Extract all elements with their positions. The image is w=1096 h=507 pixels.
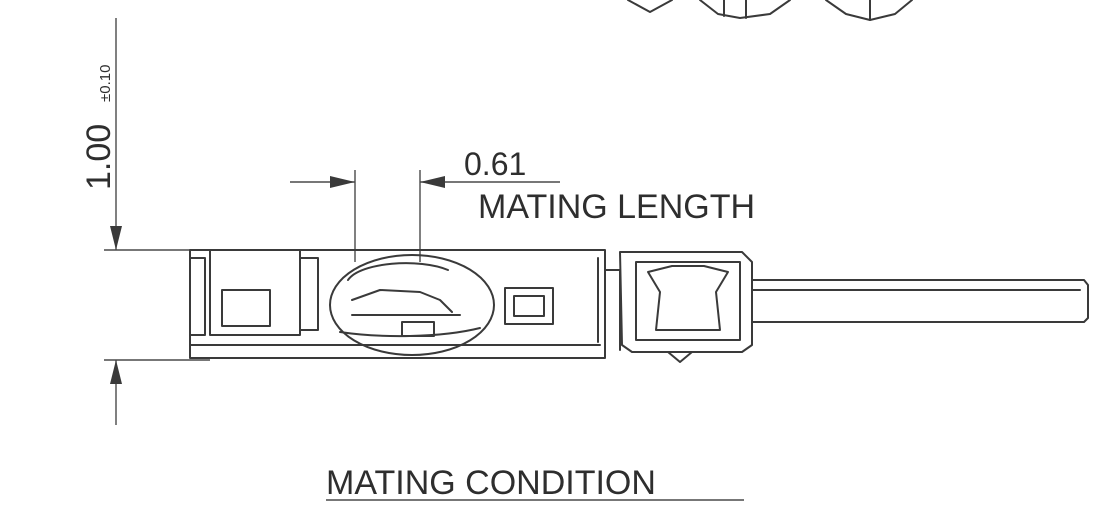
plug-section bbox=[619, 251, 753, 363]
cable bbox=[751, 279, 1089, 323]
mating-contact-detail bbox=[329, 254, 495, 356]
height-dimension: 1.00 ±0.10 bbox=[80, 18, 210, 425]
connector-housing bbox=[189, 249, 621, 359]
mating-length-label: MATING LENGTH bbox=[478, 188, 755, 226]
mating-length-value: 0.61 bbox=[464, 146, 526, 182]
top-partial-view bbox=[627, 0, 913, 21]
mating-length-dimension: 0.61 MATING LENGTH bbox=[290, 146, 755, 262]
height-tolerance: ±0.10 bbox=[97, 65, 114, 102]
drawing-caption: MATING CONDITION bbox=[326, 464, 656, 502]
height-value: 1.00 bbox=[80, 124, 118, 190]
